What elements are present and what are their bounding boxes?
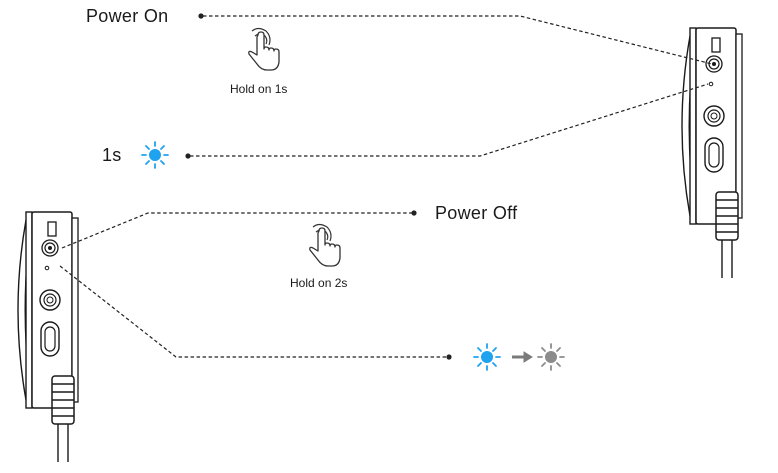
- device-right: [682, 28, 742, 278]
- arrow-right-icon: [512, 352, 532, 362]
- led-on-leader-dot: [185, 153, 190, 158]
- led-light-icon: [538, 344, 564, 370]
- finger-press-icon: [249, 29, 279, 71]
- led-light-icon: [142, 142, 168, 168]
- led-off-leader-dot: [446, 354, 451, 359]
- power-off-leader: [62, 213, 412, 248]
- device-left: [18, 212, 78, 462]
- led-light-icon: [474, 344, 500, 370]
- led-off-leader: [60, 266, 446, 357]
- power-on-leader-dot: [198, 13, 203, 18]
- led-on-leader: [190, 84, 708, 156]
- finger-press-icon: [310, 225, 340, 267]
- power-off-leader-dot: [411, 210, 416, 215]
